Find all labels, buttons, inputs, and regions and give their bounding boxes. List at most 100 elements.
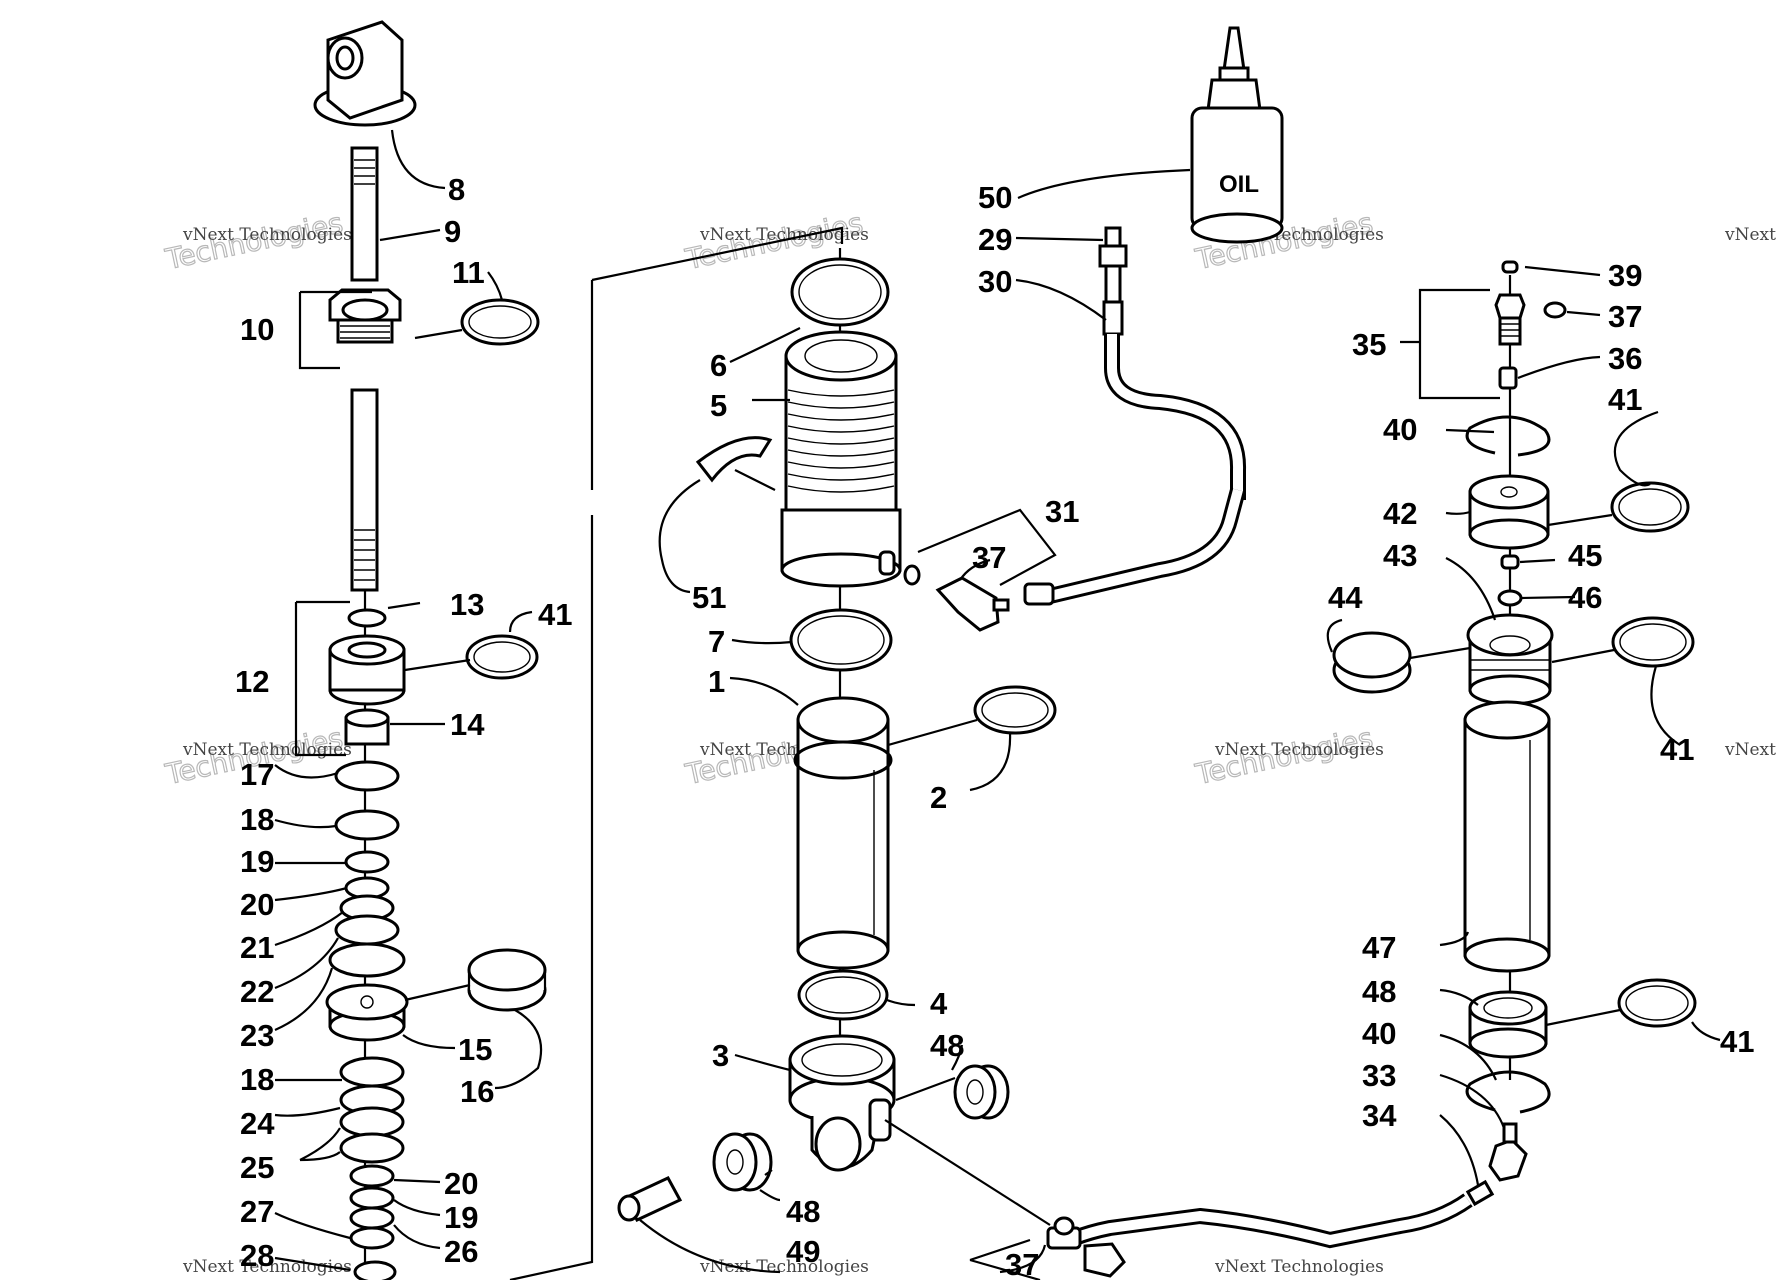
part-oring-37 (903, 564, 921, 586)
watermark-small: vNext Technologies (182, 225, 352, 245)
callout-41: 41 (538, 597, 572, 632)
part-washer-37 (1543, 301, 1567, 319)
callout-5: 5 (710, 388, 727, 423)
callout-40: 42 (1383, 496, 1417, 531)
part-cylinder-1 (793, 696, 893, 970)
callout-41c: 41 (1660, 732, 1694, 767)
callout-39: 40 (1383, 412, 1417, 447)
callout-38: 39 (1608, 258, 1642, 293)
part-sleeve-49 (617, 1176, 683, 1222)
callout-39b: 40 (1362, 1016, 1396, 1051)
part-ring-4 (797, 969, 889, 1021)
part-oring-41 (1617, 978, 1697, 1028)
part-washer-stack (328, 760, 406, 978)
part-clip-39 (1465, 415, 1551, 457)
left-valve-stack (294, 20, 547, 1284)
part-reservoir-46 (1463, 700, 1551, 973)
callout-49: 49 (786, 1234, 820, 1269)
part-elbow-fitting (935, 576, 1010, 632)
callout-11: 11 (452, 255, 485, 290)
part-piston-12 (328, 634, 406, 706)
part-fitting-34 (1488, 1122, 1528, 1182)
callout-16: 16 (460, 1074, 494, 1109)
part-rod-lower (350, 388, 379, 592)
upper-hose (1023, 226, 1247, 606)
part-ring-6 (790, 257, 890, 327)
part-rod-upper (350, 146, 379, 282)
part-clip-39 (1465, 1070, 1551, 1114)
callout-28: 28 (240, 1238, 274, 1273)
callout-8: 8 (448, 172, 465, 207)
callout-19b: 19 (444, 1200, 478, 1235)
callout-36: 36 (1608, 341, 1642, 376)
callout-20: 20 (240, 887, 274, 922)
part-eyelet-top (313, 20, 417, 127)
callout-13: 13 (450, 587, 484, 622)
right-reservoir (1332, 260, 1697, 1182)
callout-1: 1 (708, 664, 725, 699)
callout-23: 23 (240, 1018, 274, 1053)
part-threaded-body-5 (780, 330, 902, 588)
callout-2: 2 (930, 780, 947, 815)
callout-30: 30 (978, 264, 1012, 299)
part-band-16 (467, 948, 547, 1012)
callout-45: 46 (1568, 580, 1602, 615)
callout-51: 51 (692, 580, 726, 615)
callout-4: 4 (930, 986, 948, 1021)
callout-37b: 37 (1005, 1247, 1039, 1280)
callout-15: 15 (458, 1032, 492, 1067)
part-lower-washers (339, 1056, 405, 1284)
callout-47: 48 (1362, 974, 1396, 1009)
part-washer-45 (1497, 589, 1523, 607)
watermark-small: vNext Technologies (182, 1257, 352, 1277)
callout-7: 7 (708, 624, 725, 659)
part-piston-23 (325, 983, 409, 1042)
callout-43: 44 (1328, 580, 1363, 615)
callout-50: 50 (978, 180, 1012, 215)
callout-46: 47 (1362, 930, 1396, 965)
callout-37: 37 (972, 540, 1006, 575)
callout-numbers: 8 9 11 10 13 41 12 14 17 18 19 20 21 22 … (235, 172, 1754, 1282)
callout-17: 17 (240, 757, 274, 792)
leader-lines (274, 129, 1721, 1274)
callout-29: 29 (978, 222, 1012, 257)
callout-12: 12 (235, 664, 269, 699)
callout-25: 25 (240, 1150, 274, 1185)
callout-34: 34 (1362, 1098, 1397, 1133)
callout-6: 6 (710, 348, 727, 383)
watermark-small: vNext Technologies (699, 1257, 869, 1277)
part-washer-13 (347, 608, 387, 628)
part-ring-7 (789, 608, 893, 672)
part-oring-41 (465, 634, 539, 680)
callout-41d: 41 (1720, 1024, 1754, 1059)
oil-label: OIL (1219, 171, 1259, 198)
callout-10: 10 (240, 312, 274, 347)
callout-26: 26 (444, 1234, 478, 1269)
center-shock-body (509, 226, 1057, 1282)
callout-48: 48 (930, 1028, 964, 1063)
part-bushing-48 (953, 1064, 1010, 1120)
callout-44: 45 (1568, 538, 1602, 573)
part-valve-35 (1494, 293, 1526, 346)
callout-27: 27 (240, 1194, 274, 1229)
callout-20b: 20 (444, 1166, 478, 1201)
callout-48b: 48 (786, 1194, 820, 1229)
bracket-31 (917, 508, 1057, 586)
callout-3: 3 (712, 1038, 729, 1073)
part-oring-41 (1611, 616, 1695, 668)
part-bushing-48 (712, 1132, 773, 1192)
callout-19: 19 (240, 844, 274, 879)
part-screw-44 (1500, 554, 1520, 570)
part-clip-51 (695, 436, 773, 483)
part-band-43 (1332, 631, 1412, 694)
callout-42: 43 (1383, 538, 1417, 573)
lower-hose (969, 1179, 1495, 1282)
callout-41b: 41 (1608, 382, 1642, 417)
callout-14: 14 (450, 707, 485, 742)
callout-31: 31 (1045, 494, 1079, 529)
callout-9: 9 (444, 214, 461, 249)
callout-18: 18 (240, 802, 274, 837)
callout-35: 35 (1352, 327, 1386, 362)
part-seal-head (328, 288, 402, 344)
